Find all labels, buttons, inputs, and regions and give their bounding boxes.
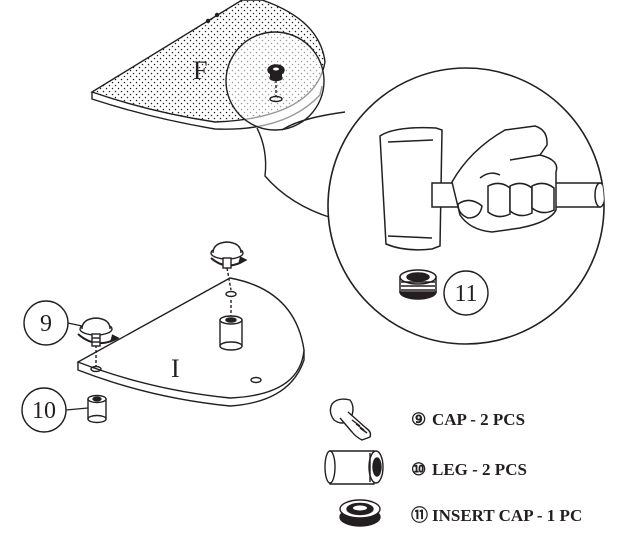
legend-cap-number: ⑨: [411, 410, 426, 429]
detail-connector: [256, 127, 333, 219]
cap-top: [210, 241, 248, 291]
leg-below: [87, 394, 107, 424]
hand-icon: [451, 125, 558, 233]
panel-i: [76, 277, 305, 407]
callout-insert-cap-number: 11: [454, 281, 477, 307]
insert-cap-icon: [399, 269, 437, 300]
legend: ⑨ CAP - 2 PCS ⑩ LEG - 2 PCS ⑪ INSERT CAP…: [324, 398, 582, 527]
cap-icon: [329, 398, 372, 441]
legend-leg-text: LEG - 2 PCS: [432, 460, 527, 479]
panel-f-label: F: [193, 56, 207, 85]
callout-cap: [23, 300, 69, 346]
callout-leg: [21, 387, 67, 433]
callout-insert-cap: [443, 270, 489, 316]
leg-on-panel: [219, 300, 243, 351]
callout-leg-number: 10: [32, 398, 56, 424]
legend-insert-cap-text: INSERT CAP - 1 PC: [432, 506, 582, 525]
leg-icon: [324, 450, 384, 485]
callout-cap-number: 9: [40, 311, 52, 337]
legend-cap-text: CAP - 2 PCS: [432, 410, 525, 429]
legend-leg-number: ⑩: [411, 460, 426, 479]
panel-i-label: I: [171, 354, 180, 383]
insert-cap-icon: [339, 499, 381, 527]
cap-left: [77, 317, 120, 366]
panel-f-detail-circle: [225, 31, 325, 131]
legend-insert-cap-number: ⑪: [411, 505, 428, 525]
detail-bubble: 11: [327, 67, 605, 345]
